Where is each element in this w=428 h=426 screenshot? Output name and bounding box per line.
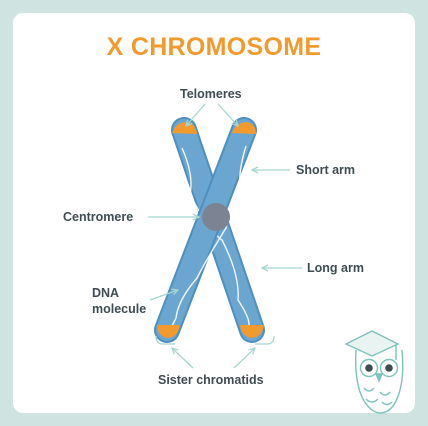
diagram-title: X CHROMOSOME [106, 33, 322, 61]
chromatid-right-to-left [154, 117, 257, 343]
telomeres-label: Telomeres [180, 87, 242, 101]
centromere-dot [202, 203, 230, 231]
sister-bracket-right [255, 335, 275, 345]
label-pointers [148, 103, 302, 369]
sister-chromatids-label: Sister chromatids [158, 373, 264, 387]
centromere-label: Centromere [63, 210, 134, 224]
owl-scholar-icon [344, 330, 404, 414]
short-arm-label: Short arm [296, 163, 356, 177]
telomeres-pointer-right [217, 103, 238, 126]
dna-molecule-pointer [149, 290, 178, 301]
dna-label-line1: DNA [92, 286, 120, 300]
long-arm-label: Long arm [307, 261, 364, 275]
telomeres-pointer-left [186, 103, 206, 126]
sister-chromatids-pointer-right [233, 348, 255, 369]
dna-strand [169, 145, 247, 331]
telomere-cap-bottom-left [157, 325, 180, 338]
dna-label-line2: molecule [92, 302, 147, 316]
telomere-cap-bottom-right [240, 325, 264, 338]
dna-strand [181, 147, 250, 327]
sister-chromatids-pointer-left [172, 348, 194, 369]
sister-bracket-left [155, 335, 175, 345]
